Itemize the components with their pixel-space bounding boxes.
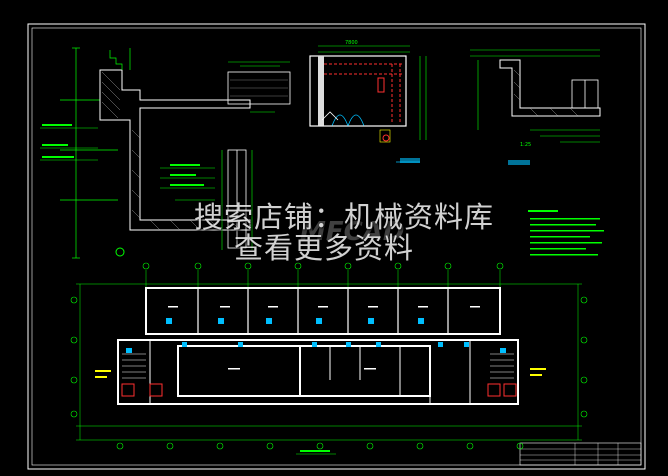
floor-plan: [70, 262, 588, 455]
parapet-detail: 1:25: [470, 49, 601, 165]
watermark-line-1: 搜索店铺：机械资料库: [193, 200, 494, 234]
sheet-frame: [27, 23, 646, 470]
scale-label: 1:25: [520, 142, 531, 148]
logo-watermark: MFCAD: [300, 217, 404, 247]
elevation-detail: 7800: [309, 40, 427, 163]
wall-section-detail: [40, 47, 253, 259]
general-notes: [528, 210, 604, 256]
svg-text:MFCAD: MFCAD: [300, 217, 404, 247]
watermark-line-2: 查看更多资料: [233, 231, 414, 265]
top-dim-label: 7800: [345, 40, 358, 46]
slab-detail: [227, 61, 291, 113]
